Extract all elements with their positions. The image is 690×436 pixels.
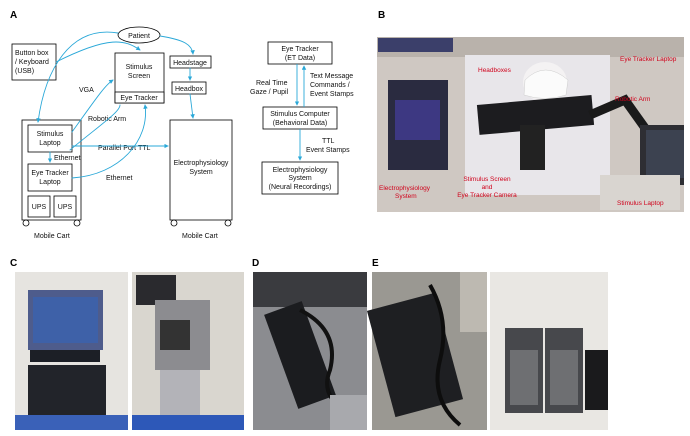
headbox-label: Headbox [175,86,204,93]
ups-1-node [27,195,51,218]
df-eye-tracker-line-2: (ET Data) [285,55,315,62]
ttl-line-1: TTL [322,138,335,145]
df-ephys-line-1: Electrophysiology [273,167,328,174]
photo-panel-e-right [490,272,608,430]
cart-2-wheel-left [170,219,178,227]
panel-label-d: D [252,258,259,269]
cart-base-unit [28,365,106,415]
hardware-diagram: Patient Button box / Keyboard (USB) Stim… [11,26,233,240]
panel-label-c: C [10,258,17,269]
ups-2-label: UPS [58,204,73,211]
headstage-label: Headstage [173,60,207,67]
button-box-node [11,43,57,81]
patient-to-headstage-arrow [159,35,195,55]
photo-panel-d [253,272,367,430]
mobile-cart-1-label: Mobile Cart [34,233,70,240]
cart-2-wheel-right [224,219,232,227]
photo-panel-c-left [15,272,128,430]
camera-mount [520,125,545,170]
stimulus-laptop-node [27,124,73,153]
buttonbox-to-screen-arrow [55,41,141,63]
stimulus-screen-line-1: Stimulus [126,64,153,71]
text-message-line-2: Commands / [310,82,350,89]
headbox-photo [264,301,336,409]
patient-node [117,26,161,44]
ups-1-label: UPS [32,204,47,211]
stim-computer-line-2: (Behavioral Data) [273,120,327,127]
photo-stim-laptop-label: Stimulus Laptop [617,200,664,207]
button-box-line-2: / Keyboard [15,59,49,66]
stimulus-laptop-line-1: Stimulus [37,131,64,138]
ephys-line-1: Electrophysiology [174,160,229,167]
df-ephys-node [261,161,339,195]
eye-tracker-laptop-line-2: Laptop [39,179,61,186]
ethernet-2-arrow [71,104,148,179]
ephys-line-2: System [189,169,213,176]
ethernet-2-label: Ethernet [106,175,133,182]
button-box-line-1: Button box [15,50,49,57]
eye-tracker-laptop-node [27,163,73,192]
parallel-port-label: Parallel Port TTL [98,145,150,152]
photo-ephys-line-2: System [395,193,417,200]
real-time-line-2: Gaze / Pupil [250,89,289,96]
eye-tracker-label: Eye Tracker [120,95,158,102]
panel-label-e: E [372,258,379,269]
monitor-strip [378,38,453,52]
robotic-arm-photo [588,94,654,138]
robotic-arm-arrow [69,104,121,151]
photo-eye-tracker-laptop-label: Eye Tracker Laptop [620,56,677,63]
panel-label-b: B [378,10,385,21]
ethernet-1-label: Ethernet [54,155,81,162]
photo-ephys-line-1: Electrophysiology [379,185,431,192]
button-box-line-3: (USB) [15,68,34,75]
stimulus-laptop-line-2: Laptop [39,140,61,147]
photo-panel-b: Headboxes Eye Tracker Laptop Robotic Arm… [377,37,684,212]
text-message-line-1: Text Message [310,73,353,80]
patient-to-laptop-arrow [36,31,119,123]
photo-panel-c-right [132,272,244,430]
stim-computer-line-1: Stimulus Computer [270,111,330,118]
df-eye-tracker-line-1: Eye Tracker [281,46,319,53]
df-ephys-line-3: (Neural Recordings) [269,184,332,191]
cart-1-wheel-right [73,219,81,227]
dataflow-diagram: Eye Tracker (ET Data) Real Time Gaze / P… [250,41,354,195]
stimulus-screen-photo [476,95,595,135]
ttl-line-2: Event Stamps [306,147,350,154]
cart-1-wheel-left [22,219,30,227]
photo-panel-e-left [366,272,487,430]
real-time-line-1: Real Time [256,80,288,87]
ups-2-node [53,195,77,218]
text-message-line-3: Event Stamps [310,91,354,98]
vga-arrow [71,79,114,133]
photo-stim-screen-line-3: Eye Tracker Camera [457,192,517,199]
stimulus-screen-line-2: Screen [128,73,150,80]
df-eye-tracker-node [267,41,333,65]
headstage-node [169,55,212,69]
headbox-node [171,81,207,95]
vga-label: VGA [79,87,94,94]
eye-tracker-laptop-line-1: Eye Tracker [31,170,69,177]
headbox-to-ephys-arrow [189,93,195,119]
mobile-cart-2-label: Mobile Cart [182,233,218,240]
headboxes-label: Headboxes [478,67,512,74]
eye-tracker-node [114,91,165,104]
patient-label: Patient [128,33,150,40]
photo-stim-screen-line-1: Stimulus Screen [463,176,511,183]
electrophysiology-system-node [169,119,233,221]
photo-robotic-arm-label: Robotic Arm [615,96,650,103]
photo-stim-screen-line-2: and [482,184,493,191]
panel-label-a: A [10,10,17,21]
df-ephys-line-2: System [288,175,312,182]
